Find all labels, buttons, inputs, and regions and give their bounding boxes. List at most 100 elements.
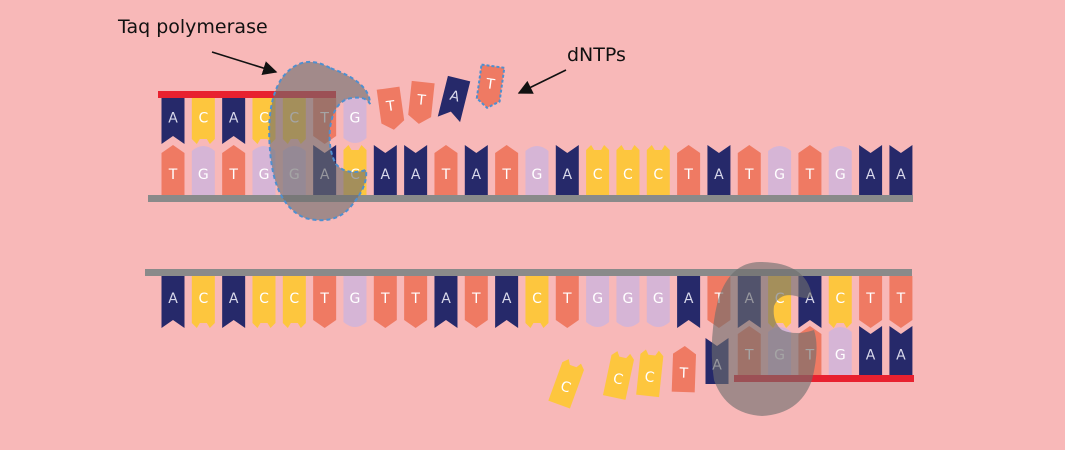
base-letter: C [259, 110, 269, 126]
base-letter: G [350, 291, 361, 307]
base-letter: G [774, 167, 785, 183]
top-template-base: T [222, 145, 246, 195]
dntp-nucleotide: T [376, 86, 405, 130]
dntps-arrow [517, 69, 567, 94]
base-letter: T [683, 167, 693, 183]
top-template-base: A [373, 145, 397, 195]
base-letter: C [835, 291, 845, 307]
bottom-primer [734, 375, 914, 382]
dntp-nucleotide: T [408, 80, 435, 124]
bottom-new-base: A [889, 326, 913, 375]
top-primer [158, 91, 336, 98]
dntp-nucleotide: C [636, 349, 664, 398]
top-new-base: A [161, 98, 185, 144]
base-letter: G [835, 167, 846, 183]
dntp-nucleotide: T [475, 63, 506, 110]
base-letter: T [384, 98, 396, 115]
base-letter: C [259, 291, 269, 307]
base-letter: C [198, 110, 208, 126]
base-letter: C [623, 167, 633, 183]
base-letter: A [229, 291, 239, 307]
base-letter: C [612, 371, 625, 389]
top-template-base: T [495, 145, 519, 195]
dntp-nucleotide: C [602, 351, 634, 400]
dntp-nucleotide: A [437, 75, 471, 123]
base-letter: A [472, 167, 482, 183]
bottom-template-base: A [495, 276, 519, 328]
base-letter: A [866, 347, 876, 363]
top-new-base: A [222, 98, 246, 144]
bottom-template-base: T [555, 276, 579, 328]
top-template-base: C [646, 145, 670, 195]
bottom-template-base: C [252, 276, 276, 328]
base-letter: A [168, 110, 178, 126]
top-template-base: G [525, 146, 549, 195]
bottom-template-backbone [145, 269, 912, 276]
dntp-nucleotide: C [548, 359, 584, 409]
base-letter: A [563, 167, 573, 183]
top-template-base: A [707, 145, 731, 195]
base-letter: T [501, 167, 511, 183]
base-letter: T [896, 291, 906, 307]
base-letter: G [350, 110, 361, 126]
top-template-base: A [464, 145, 488, 195]
bottom-template-base: A [161, 276, 185, 328]
bottom-template-base: A [677, 276, 701, 328]
base-letter: T [228, 167, 238, 183]
top-template-base: A [555, 145, 579, 195]
base-letter: T [865, 291, 875, 307]
top-template-base: T [737, 145, 761, 195]
bottom-template-base: C [828, 276, 852, 328]
top-template-base: G [828, 146, 852, 195]
base-letter: T [562, 291, 572, 307]
base-letter: C [532, 291, 542, 307]
top-template-base: A [404, 145, 428, 195]
top-new-base: G [343, 98, 367, 143]
bottom-template-base: T [464, 276, 488, 328]
base-letter: G [198, 167, 209, 183]
base-letter: T [471, 291, 481, 307]
base-letter: T [678, 365, 689, 381]
bottom-template-base: G [646, 276, 670, 327]
base-letter: T [168, 167, 178, 183]
base-letter: G [653, 291, 664, 307]
base-letter: T [410, 291, 420, 307]
top-template-backbone [148, 195, 913, 202]
base-letter: T [484, 76, 496, 93]
bottom-template-base: G [616, 276, 640, 327]
bottom-new-base: A [859, 326, 883, 375]
dntp-nucleotide: T [671, 346, 697, 393]
bottom-template-base: G [343, 276, 367, 327]
base-letter: T [415, 92, 427, 109]
base-letter: C [198, 291, 208, 307]
bottom-template-base: A [434, 276, 458, 328]
base-letter: C [289, 291, 299, 307]
base-letter: A [684, 291, 694, 307]
base-letter: A [896, 167, 906, 183]
base-letter: T [744, 167, 754, 183]
base-letter: A [381, 167, 391, 183]
base-letter: G [592, 291, 603, 307]
base-letter: A [441, 291, 451, 307]
top-template-base: C [616, 145, 640, 195]
top-new-base: C [191, 98, 215, 144]
base-letter: T [380, 291, 390, 307]
base-letter: C [593, 167, 603, 183]
top-template-base: A [889, 145, 913, 195]
bottom-template-base: C [191, 276, 215, 328]
base-letter: A [502, 291, 512, 307]
top-template-base: T [161, 145, 185, 195]
top-template-base: T [434, 145, 458, 195]
bottom-template-base: T [313, 276, 337, 328]
dntps-label: dNTPs [567, 44, 626, 66]
base-letter: G [623, 291, 634, 307]
top-template-base: G [191, 146, 215, 195]
top-template-base: T [798, 145, 822, 195]
top-template-base: T [677, 145, 701, 195]
base-letter: C [775, 291, 785, 307]
base-letter: G [835, 347, 846, 363]
polymerase-label: Taq polymerase [118, 16, 268, 38]
base-letter: T [805, 167, 815, 183]
